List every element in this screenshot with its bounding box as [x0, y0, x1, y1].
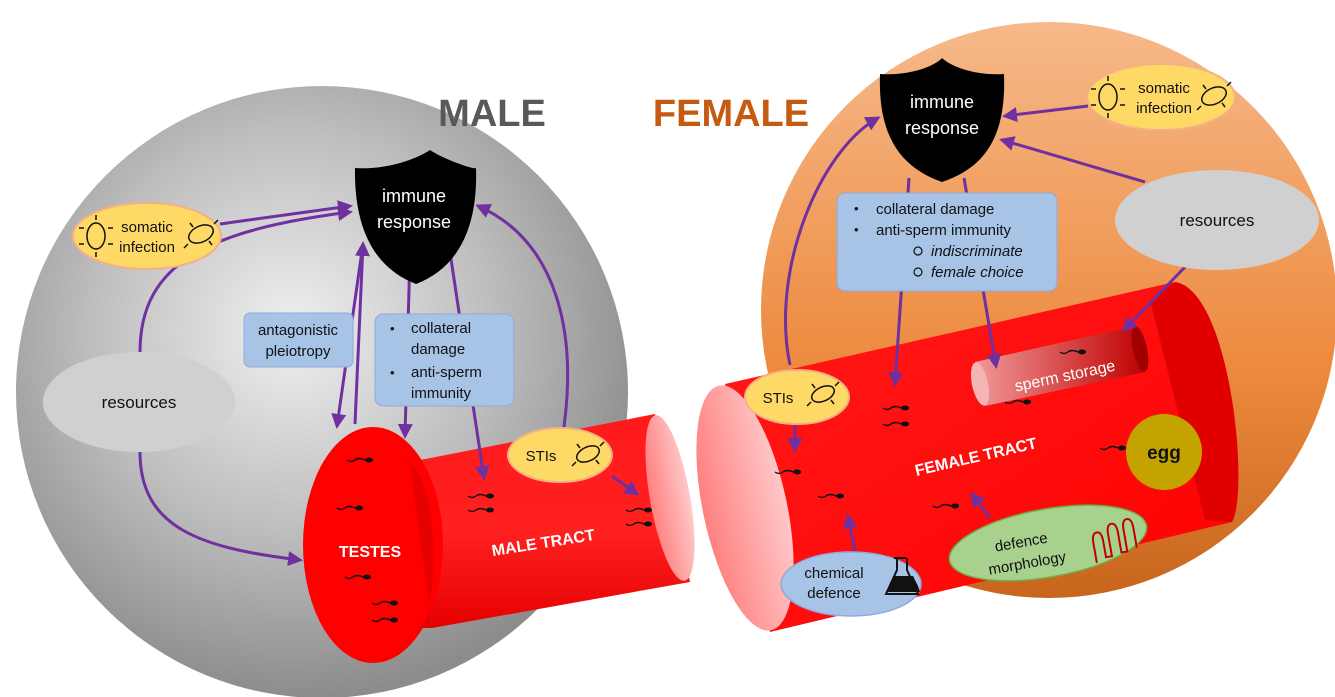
male-somatic-line1: somatic — [121, 219, 173, 236]
male-damage-box — [374, 313, 515, 407]
female-damage-line1: collateral damage — [876, 201, 994, 218]
arrow-morphology-to-tract — [970, 491, 992, 519]
male-resources-label: resources — [102, 393, 177, 412]
sperm-cells — [336, 349, 1126, 623]
antagonistic-line1: antagonistic — [258, 322, 339, 339]
arrow-stis-to-immune-female — [784, 116, 881, 366]
svg-text:•: • — [854, 201, 859, 216]
flask-icon — [884, 557, 920, 595]
arrow-resources-to-testes — [138, 451, 303, 567]
female-resources-label: resources — [1180, 211, 1255, 230]
male-immune-shield — [354, 150, 477, 284]
male-somatic-line2: infection — [119, 239, 175, 256]
female-damage-box — [836, 192, 1058, 292]
svg-text:•: • — [390, 365, 395, 380]
arrow-infection-to-immune-male — [219, 200, 353, 226]
female-damage-line2: anti-sperm immunity — [876, 222, 1012, 239]
bacterium-icon — [571, 441, 605, 467]
testes-label: TESTES — [339, 544, 402, 561]
antagonistic-pleiotropy-box — [243, 312, 354, 368]
female-stis-label: STIs — [763, 390, 794, 407]
antagonistic-line2: pleiotropy — [265, 343, 331, 360]
arrow-chemical-to-tract — [842, 513, 858, 557]
female-damage-line3: indiscriminate — [931, 243, 1023, 260]
male-damage-line1: collateral — [411, 320, 471, 337]
male-damage-line3: anti-sperm — [411, 364, 482, 381]
egg — [1126, 414, 1202, 490]
arrow-infection-to-immune-female — [1002, 104, 1089, 123]
bacterium-icon — [79, 215, 219, 257]
arrow-stis-to-immune-male — [475, 203, 570, 441]
male-stis-label: STIs — [526, 448, 557, 465]
sperm-storage — [970, 326, 1149, 406]
svg-text:•: • — [854, 222, 859, 237]
arrow-testes-to-immune — [353, 241, 370, 425]
male-somatic-infection — [72, 202, 222, 270]
male-immune-line1: immune — [382, 186, 446, 206]
chemical-defence — [780, 551, 922, 617]
arrow-resources-to-storage — [1121, 264, 1188, 333]
bacterium-icon — [1091, 76, 1232, 118]
male-damage-line2: damage — [411, 341, 465, 358]
female-resources — [1115, 170, 1319, 270]
female-immune-shield — [879, 58, 1005, 182]
male-immune-line2: response — [377, 212, 451, 232]
female-somatic-line1: somatic — [1138, 80, 1190, 97]
male-stis — [507, 427, 613, 483]
egg-label: egg — [1147, 443, 1181, 464]
villi-icon — [1091, 518, 1138, 564]
female-immune-line1: immune — [910, 92, 974, 112]
female-title: FEMALE — [653, 93, 809, 135]
svg-text:•: • — [390, 321, 395, 336]
bacterium-icon — [806, 381, 840, 407]
arrow-resources-to-immune-female — [999, 136, 1146, 184]
female-damage-line4: female choice — [931, 264, 1024, 281]
female-immune-line2: response — [905, 118, 979, 138]
male-resources — [43, 352, 235, 452]
male-damage-line4: immunity — [411, 385, 472, 402]
testes — [303, 427, 443, 663]
chemical-line2: defence — [807, 585, 860, 602]
male-title: MALE — [438, 93, 546, 135]
chemical-line1: chemical — [804, 565, 863, 582]
female-somatic-line2: infection — [1136, 100, 1192, 117]
female-somatic-infection — [1086, 63, 1236, 131]
female-stis — [744, 369, 850, 425]
arrow-stis-to-tract-male — [611, 474, 640, 496]
